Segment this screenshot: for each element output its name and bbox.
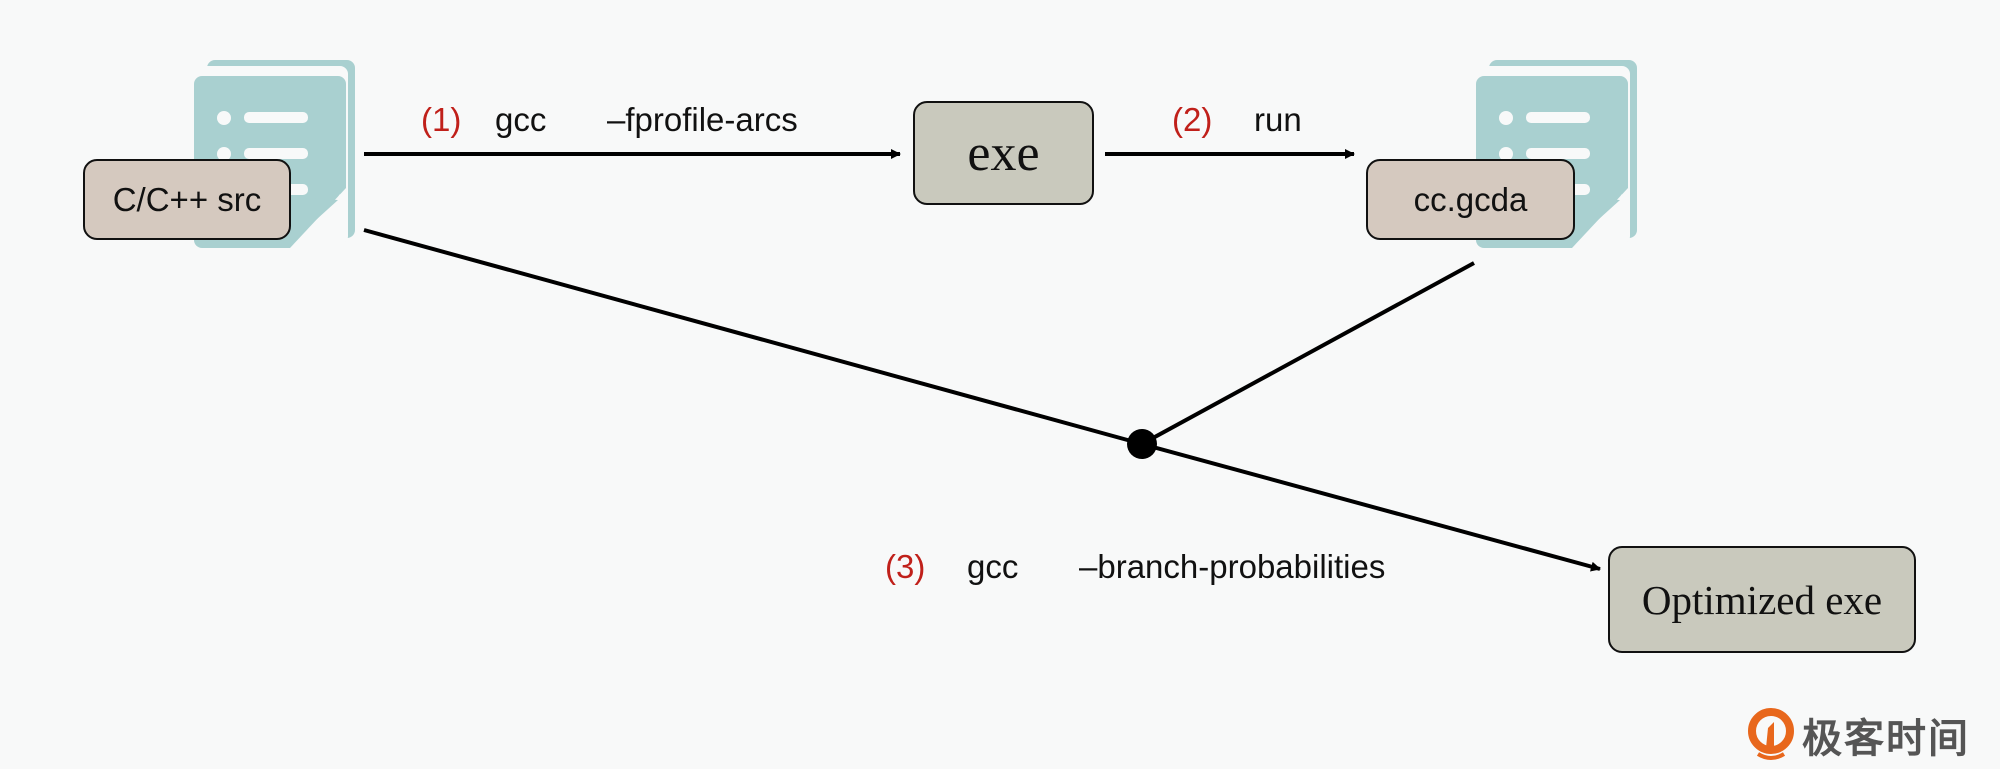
exe-node: exe xyxy=(913,101,1094,205)
optimized-exe-node: Optimized exe xyxy=(1608,546,1916,653)
step-1-flag: –fprofile-arcs xyxy=(607,101,798,138)
step-2-number: (2) xyxy=(1172,101,1213,138)
step-2-command: run xyxy=(1254,101,1302,138)
line-gcda-merge xyxy=(1141,261,1475,446)
geektime-logo: 极客时间 xyxy=(1748,706,1970,764)
arrow-optimize xyxy=(1141,442,1601,572)
geektime-logo-icon xyxy=(1748,708,1794,760)
gcda-node: cc.gcda xyxy=(1366,159,1575,240)
step-3-number: (3) xyxy=(885,548,926,585)
step-3-command: gcc xyxy=(967,548,1019,585)
step-1-number: (1) xyxy=(421,101,462,138)
step-3-flag: –branch-probabilities xyxy=(1079,548,1386,585)
step-1-command: gcc xyxy=(495,101,547,138)
src-node: C/C++ src xyxy=(83,159,291,240)
line-src-merge xyxy=(363,228,1143,446)
merge-dot xyxy=(1127,429,1157,459)
geektime-logo-text: 极客时间 xyxy=(1802,717,1970,761)
